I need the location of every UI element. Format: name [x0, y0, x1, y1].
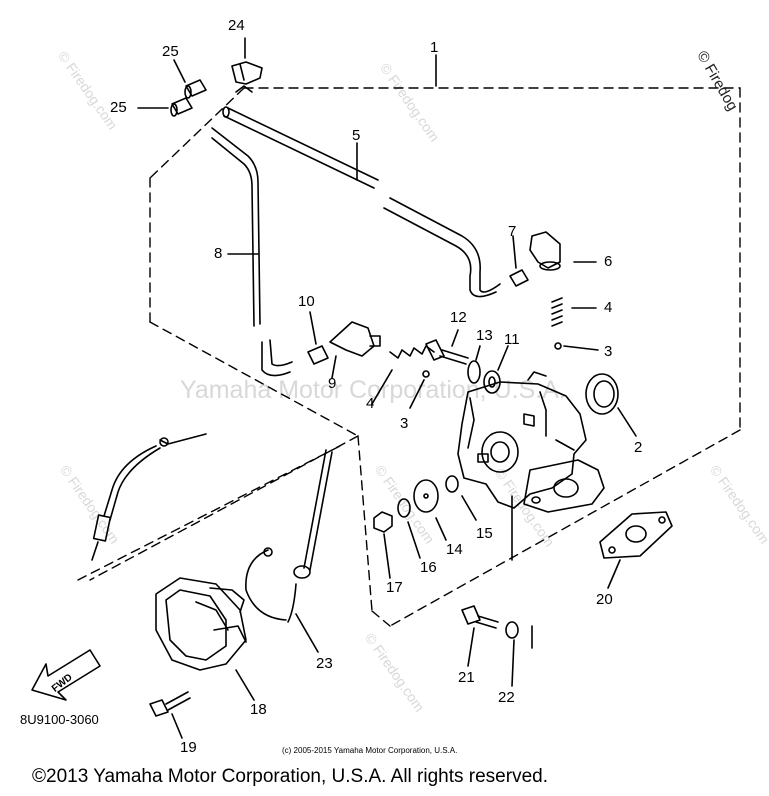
assembly-outline — [77, 87, 741, 627]
callout-label: 19 — [180, 739, 197, 756]
part-9-fitting — [329, 321, 381, 379]
part-20-gasket — [599, 511, 673, 589]
part-3-ball — [554, 342, 562, 350]
callout-label: 15 — [476, 525, 493, 542]
part-23-cable — [245, 449, 333, 653]
callout-label: 11 — [504, 331, 520, 348]
callout-label: 7 — [508, 223, 517, 240]
callout-label: 16 — [420, 559, 437, 576]
callout-label: 20 — [596, 591, 613, 608]
part-6-fitting — [529, 231, 597, 271]
callout-label: 18 — [250, 701, 267, 718]
callout-label: 2 — [634, 439, 643, 456]
callout-label: 24 — [228, 17, 245, 34]
part-4-spring — [371, 297, 597, 405]
part-13-washer — [467, 360, 481, 384]
part-12-bolt — [425, 329, 469, 365]
callout-label: 3 — [400, 415, 409, 432]
part-8-hose — [211, 127, 293, 377]
part-24-clip — [231, 37, 263, 85]
center-watermark: Yamaha Motor Corporation, U.S.A. — [180, 376, 566, 404]
callout-label: 1 — [430, 39, 439, 56]
callout-label: 8 — [214, 245, 223, 262]
part-25-caps — [137, 59, 207, 117]
part-14-washer — [413, 479, 439, 513]
callout-label: 4 — [604, 299, 613, 316]
callout-label: 23 — [316, 655, 333, 672]
callout-label: 9 — [328, 375, 337, 392]
callout-label: 25 — [162, 43, 179, 60]
callout-label: 5 — [352, 127, 361, 144]
part-17-nut — [373, 511, 393, 533]
callout-label: 25 — [110, 99, 127, 116]
callout-label: 21 — [458, 669, 475, 686]
footer-copyright: ©2013 Yamaha Motor Corporation, U.S.A. A… — [32, 766, 548, 787]
callout-label: 13 — [476, 327, 493, 344]
oil-pump-cable — [91, 433, 207, 561]
callout-label: 14 — [446, 541, 463, 558]
part-10-joint — [307, 345, 329, 365]
part-18-cover — [155, 577, 255, 701]
part-15-washer — [445, 475, 459, 493]
part-3-ball — [422, 370, 430, 378]
callout-label: 10 — [298, 293, 315, 310]
callout-label: 6 — [604, 253, 613, 270]
fwd-arrow — [31, 649, 101, 701]
callout-label: 3 — [604, 343, 613, 360]
part-22-washer — [505, 621, 519, 639]
callout-label: 22 — [498, 689, 515, 706]
part-2-oil-seal — [585, 373, 637, 437]
part-5-hose — [222, 106, 501, 298]
part-19-bolt — [149, 691, 191, 739]
part-21-bolt — [461, 605, 499, 667]
oil-pump-body — [457, 371, 605, 561]
callout-label: 4 — [366, 395, 375, 412]
callout-label: 17 — [386, 579, 403, 596]
diagram-code: 8U9100-3060 — [20, 712, 99, 727]
part-7-joint — [509, 235, 529, 287]
part-16-washer — [397, 498, 411, 518]
callout-label: 12 — [450, 309, 467, 326]
small-copyright: (c) 2005-2015 Yamaha Motor Corporation, … — [282, 746, 458, 755]
